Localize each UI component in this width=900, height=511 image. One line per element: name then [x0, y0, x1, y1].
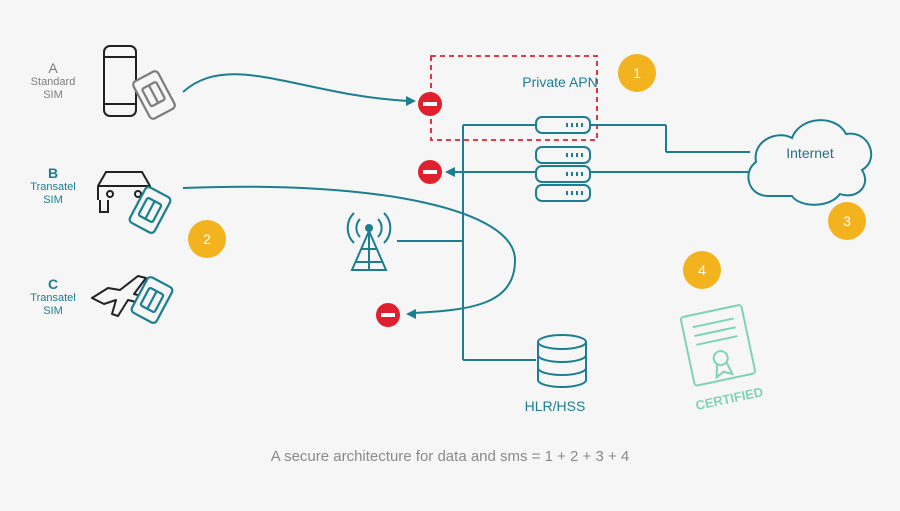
- sim-a-letter: A: [48, 60, 58, 76]
- sim-c-label: C Transatel SIM: [20, 276, 86, 317]
- blocked-icon-sim-a: [418, 92, 442, 116]
- internet-cloud-icon: [747, 119, 873, 206]
- core-network-links: [397, 124, 756, 361]
- diagram-caption: A secure architecture for data and sms =…: [270, 448, 630, 465]
- sim-c-letter: C: [47, 276, 59, 292]
- server-stack-icon: [535, 116, 591, 202]
- sim-a-arrowhead: [406, 96, 416, 106]
- private-apn-boundary: [430, 55, 598, 141]
- sim-a-label: A Standard SIM: [20, 60, 86, 101]
- sim-card-c-icon: [130, 276, 174, 324]
- sim-b-label: B Transatel SIM: [20, 165, 86, 206]
- sim-card-b-icon: [128, 186, 172, 234]
- step-badge-2: 2: [188, 220, 226, 258]
- internet-return-arrowhead: [445, 167, 455, 177]
- sim-b-letter: B: [47, 165, 59, 181]
- step-badge-1: 1: [618, 54, 656, 92]
- antenna-tower-icon: [346, 212, 392, 271]
- sim-c-type: Transatel SIM: [30, 292, 76, 317]
- sim-b-arrow: [182, 185, 517, 314]
- database-icon: [537, 334, 587, 388]
- step-badge-4: 4: [683, 251, 721, 289]
- hlr-hss-label: HLR/HSS: [524, 398, 586, 414]
- sim-card-a-icon: [132, 70, 176, 120]
- certificate-icon: CERTIFIED: [679, 304, 764, 413]
- certified-stamp: CERTIFIED: [694, 384, 764, 413]
- private-apn-label: Private APN: [522, 74, 598, 90]
- blocked-icon-internet: [418, 160, 442, 184]
- step-badge-3: 3: [828, 202, 866, 240]
- sim-b-arrowhead: [406, 309, 416, 319]
- sim-a-arrow: [182, 73, 409, 102]
- sim-a-type: Standard SIM: [30, 76, 76, 101]
- blocked-icon-sim-b: [376, 303, 400, 327]
- sim-b-type: Transatel SIM: [30, 181, 76, 206]
- internet-label: Internet: [786, 145, 834, 161]
- phone-icon: [103, 45, 137, 117]
